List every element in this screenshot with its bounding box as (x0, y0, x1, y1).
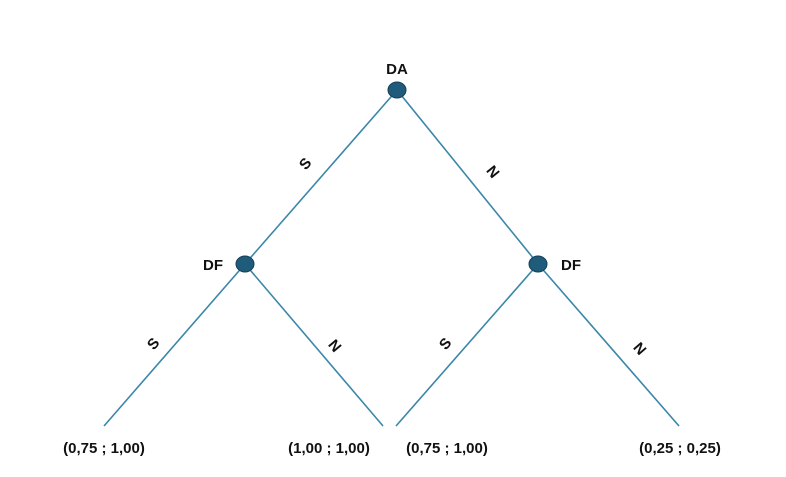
payoff-leaf-4: (0,25 ; 0,25) (639, 440, 721, 457)
edge-label-right-right: N (629, 339, 649, 358)
edge-label-root-left: S (296, 155, 315, 174)
decision-node-left (235, 255, 255, 273)
player-label-right: DF (561, 257, 581, 274)
edge-right-to-leaf-3 (395, 263, 539, 427)
decision-node-right (528, 255, 548, 273)
edge-root-to-right (396, 89, 539, 265)
edge-label-root-right: N (482, 163, 502, 182)
payoff-leaf-3: (0,75 ; 1,00) (406, 440, 488, 457)
player-label-left: DF (203, 257, 223, 274)
edge-label-left-right: N (324, 336, 344, 355)
decision-node-root (387, 81, 407, 99)
edge-root-to-left (244, 89, 398, 265)
edge-left-to-leaf-2 (244, 263, 384, 427)
edge-label-left-left: S (144, 335, 163, 354)
payoff-leaf-2: (1,00 ; 1,00) (288, 440, 370, 457)
edge-right-to-leaf-4 (537, 263, 680, 427)
player-label-root: DA (386, 61, 408, 78)
edge-label-right-left: S (436, 335, 455, 354)
payoff-leaf-1: (0,75 ; 1,00) (63, 440, 145, 457)
edge-left-to-leaf-1 (103, 263, 246, 427)
